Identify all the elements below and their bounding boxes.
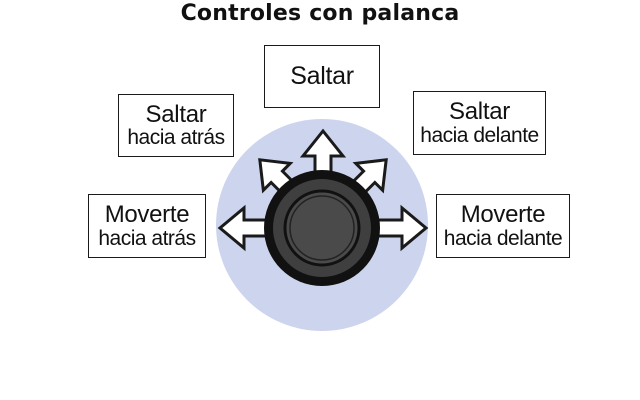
label-jump-text: Saltar xyxy=(290,62,354,91)
diagram-title: Controles con palanca xyxy=(180,1,460,26)
label-jump-back: Saltar hacia atrás xyxy=(118,94,234,157)
label-jump-back-line1: Saltar xyxy=(145,100,207,128)
label-jump-forward-line2: hacia delante xyxy=(420,123,539,147)
label-move-forward-line1: Moverte xyxy=(460,201,546,229)
label-move-back-line2: hacia atrás xyxy=(98,226,196,250)
label-move-forward: Moverte hacia delante xyxy=(436,194,570,258)
label-jump-back-line2: hacia atrás xyxy=(127,126,225,150)
label-move-forward-line2: hacia delante xyxy=(443,226,563,250)
label-jump-forward: Saltar hacia delante xyxy=(413,91,546,155)
label-jump: Saltar xyxy=(264,45,380,108)
joystick-icon xyxy=(264,170,380,286)
label-jump-forward-line1: Saltar xyxy=(449,98,510,126)
label-move-back: Moverte hacia atrás xyxy=(88,194,206,258)
label-move-back-line1: Moverte xyxy=(104,201,190,229)
